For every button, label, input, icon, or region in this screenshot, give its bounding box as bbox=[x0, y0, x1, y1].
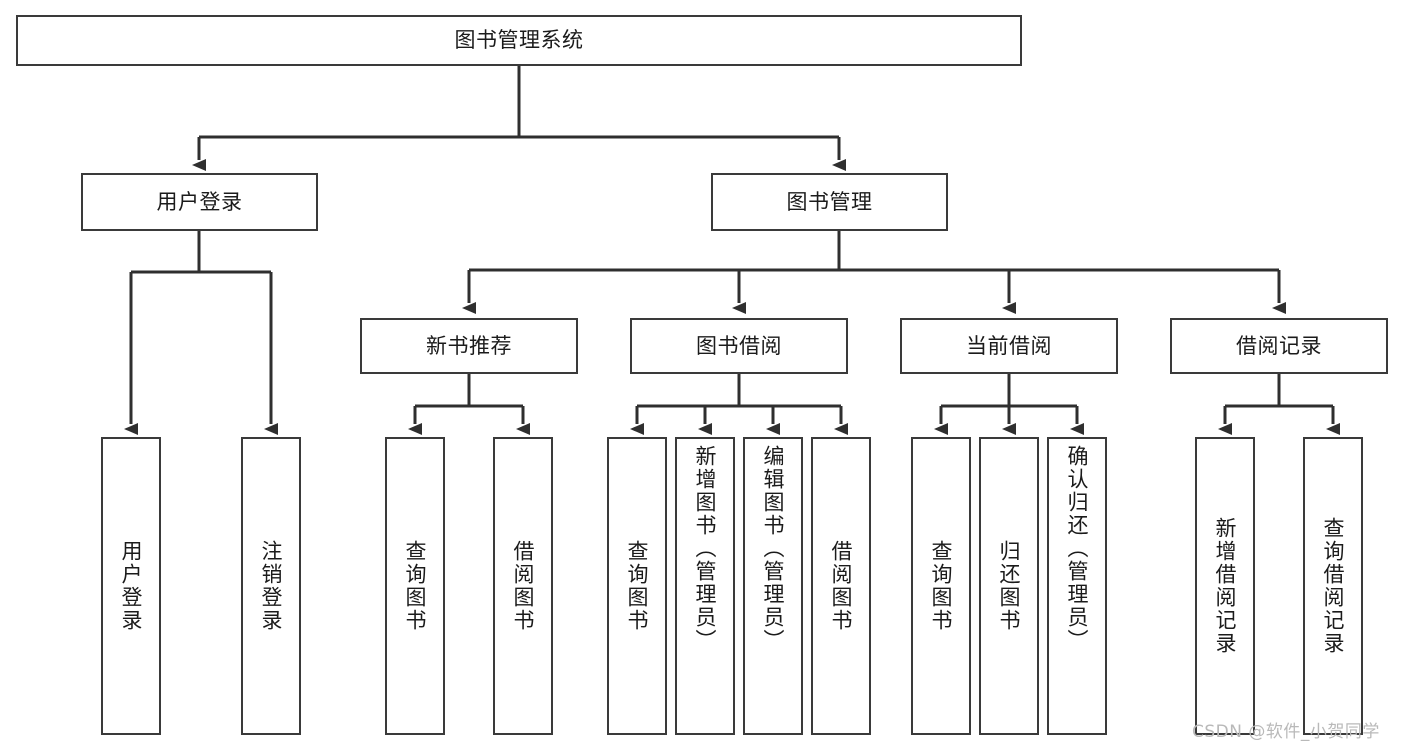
node-leaf-logout[interactable]: 注销登录 bbox=[241, 437, 301, 735]
node-leaf-borrow-book-2-label: 借阅图书 bbox=[829, 540, 854, 632]
node-leaf-borrow-book-1-label: 借阅图书 bbox=[511, 540, 536, 632]
csdn-watermark: CSDN @软件_小贺同学 bbox=[1192, 722, 1380, 742]
node-leaf-query-book-1[interactable]: 查询图书 bbox=[385, 437, 445, 735]
node-leaf-query-book-3-label: 查询图书 bbox=[929, 540, 954, 632]
node-leaf-edit-book-label: 编辑图书（管理员） bbox=[761, 445, 786, 652]
node-leaf-query-book-2-label: 查询图书 bbox=[625, 540, 650, 632]
node-leaf-query-book-3[interactable]: 查询图书 bbox=[911, 437, 971, 735]
node-new-book-recommend-label: 新书推荐 bbox=[426, 333, 512, 358]
node-root[interactable]: 图书管理系统 bbox=[16, 15, 1022, 66]
node-leaf-borrow-book-2[interactable]: 借阅图书 bbox=[811, 437, 871, 735]
node-leaf-user-login[interactable]: 用户登录 bbox=[101, 437, 161, 735]
node-book-manage-label: 图书管理 bbox=[786, 189, 873, 214]
node-leaf-confirm-return[interactable]: 确认归还（管理员） bbox=[1047, 437, 1107, 735]
node-leaf-query-book-1-label: 查询图书 bbox=[403, 540, 428, 632]
node-book-borrow[interactable]: 图书借阅 bbox=[630, 318, 848, 374]
node-leaf-add-book[interactable]: 新增图书（管理员） bbox=[675, 437, 735, 735]
node-leaf-add-record[interactable]: 新增借阅记录 bbox=[1195, 437, 1255, 735]
node-borrow-record[interactable]: 借阅记录 bbox=[1170, 318, 1388, 374]
node-new-book-recommend[interactable]: 新书推荐 bbox=[360, 318, 578, 374]
node-leaf-logout-label: 注销登录 bbox=[259, 540, 284, 632]
node-book-manage[interactable]: 图书管理 bbox=[711, 173, 948, 231]
node-leaf-add-record-label: 新增借阅记录 bbox=[1213, 517, 1238, 655]
node-current-borrow-label: 当前借阅 bbox=[966, 333, 1052, 358]
node-user-login[interactable]: 用户登录 bbox=[81, 173, 318, 231]
node-leaf-user-login-label: 用户登录 bbox=[119, 540, 144, 632]
node-user-login-label: 用户登录 bbox=[156, 189, 243, 214]
node-leaf-query-book-2[interactable]: 查询图书 bbox=[607, 437, 667, 735]
node-leaf-borrow-book-1[interactable]: 借阅图书 bbox=[493, 437, 553, 735]
node-leaf-query-record[interactable]: 查询借阅记录 bbox=[1303, 437, 1363, 735]
node-leaf-return-book-label: 归还图书 bbox=[997, 540, 1022, 632]
node-leaf-query-record-label: 查询借阅记录 bbox=[1321, 517, 1346, 655]
node-borrow-record-label: 借阅记录 bbox=[1236, 333, 1322, 358]
node-book-borrow-label: 图书借阅 bbox=[696, 333, 782, 358]
node-leaf-confirm-return-label: 确认归还（管理员） bbox=[1065, 445, 1090, 652]
node-leaf-add-book-label: 新增图书（管理员） bbox=[693, 445, 718, 652]
node-leaf-return-book[interactable]: 归还图书 bbox=[979, 437, 1039, 735]
node-root-label: 图书管理系统 bbox=[454, 28, 584, 53]
node-leaf-edit-book[interactable]: 编辑图书（管理员） bbox=[743, 437, 803, 735]
node-current-borrow[interactable]: 当前借阅 bbox=[900, 318, 1118, 374]
